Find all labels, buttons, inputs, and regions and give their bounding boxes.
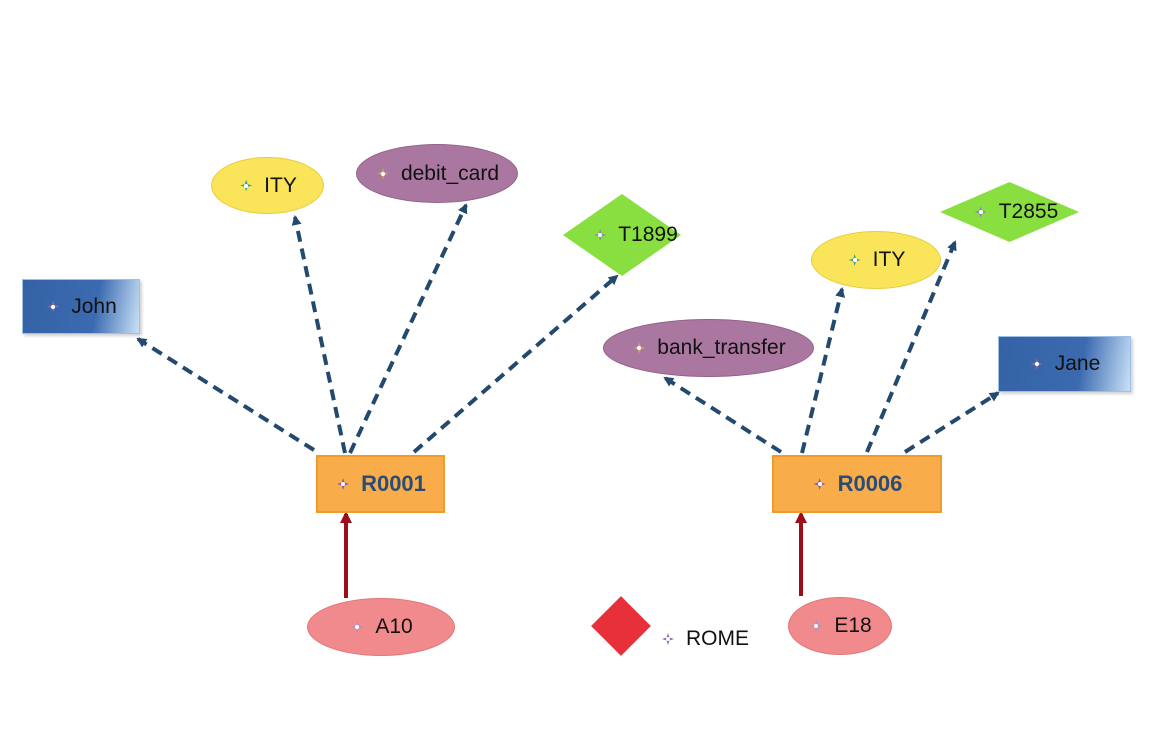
sparkle-icon — [847, 252, 863, 268]
node-r0001-label: R0001 — [361, 471, 426, 496]
sparkle-icon — [45, 299, 61, 315]
node-r0001[interactable]: R0001 — [316, 455, 445, 513]
node-t2855[interactable]: T2855 — [940, 182, 1079, 242]
node-ity-1[interactable]: ITY — [211, 157, 324, 214]
sparkle-icon — [335, 476, 351, 492]
sparkle-icon — [812, 476, 828, 492]
node-jane[interactable]: Jane — [998, 336, 1131, 392]
edge-r0001-debit-card[interactable] — [348, 203, 468, 454]
edge-r0006-t2855[interactable] — [865, 240, 957, 453]
sparkle-icon — [238, 178, 254, 194]
node-t1899-label: T1899 — [618, 223, 678, 246]
sparkle-icon — [349, 619, 365, 635]
sparkle-icon — [1029, 356, 1045, 372]
legend-label: ROME — [686, 627, 749, 650]
edge-r0006-bank-transfer[interactable] — [663, 376, 783, 454]
edge-r0006-ity[interactable] — [800, 287, 845, 454]
edge-r0001-john[interactable] — [136, 337, 316, 452]
node-ity-1-label: ITY — [264, 173, 297, 197]
node-jane-label: Jane — [1054, 352, 1101, 375]
sparkle-icon — [631, 340, 647, 356]
legend-item: ROME — [660, 627, 749, 651]
node-a10-label: A10 — [375, 615, 413, 638]
sparkle-icon — [808, 618, 824, 634]
node-bank-transfer[interactable]: bank_transfer — [603, 319, 814, 377]
node-r0006[interactable]: R0006 — [772, 455, 942, 513]
node-e18[interactable]: E18 — [788, 597, 892, 655]
node-john[interactable]: John — [22, 279, 140, 334]
edge-r0006-jane[interactable] — [903, 391, 1000, 454]
node-ity-2[interactable]: ITY — [811, 231, 941, 289]
node-t1899[interactable]: T1899 — [563, 194, 681, 276]
sparkle-icon — [973, 204, 989, 220]
sparkle-icon — [592, 227, 608, 243]
sparkle-icon — [660, 631, 676, 647]
sparkle-icon — [375, 166, 391, 182]
node-a10[interactable]: A10 — [307, 598, 455, 656]
node-debit-card[interactable]: debit_card — [356, 144, 518, 203]
node-ity-2-label: ITY — [872, 248, 906, 271]
node-t2855-label: T2855 — [998, 200, 1059, 223]
node-debit-card-label: debit_card — [400, 161, 500, 185]
node-e18-label: E18 — [834, 614, 872, 637]
node-john-label: John — [71, 294, 117, 318]
edge-r0001-t1899[interactable] — [412, 274, 619, 454]
node-bank-transfer-label: bank_transfer — [657, 336, 786, 359]
node-r0006-label: R0006 — [837, 471, 903, 496]
edge-r0001-ity[interactable] — [291, 215, 347, 454]
